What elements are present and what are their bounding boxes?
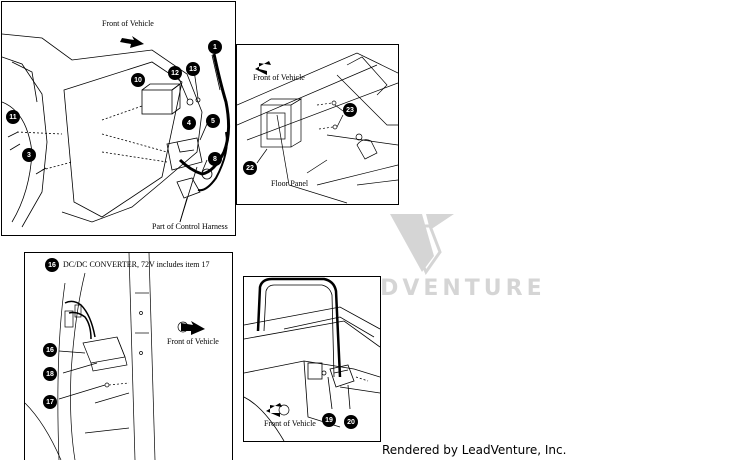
- callout-22: 22: [243, 161, 257, 175]
- callout-18: 18: [43, 367, 57, 381]
- front-of-vehicle-label: Front of Vehicle: [102, 19, 154, 28]
- callout-16: 16: [43, 343, 57, 357]
- diagram-panel-floor: Front of Vehicle Floor Panel 23 22: [236, 44, 399, 205]
- callout-12: 12: [168, 66, 182, 80]
- rear-line-art: [244, 277, 380, 441]
- callout-16-title: 16: [45, 258, 59, 272]
- floor-panel-label: Floor Panel: [271, 179, 309, 188]
- converter-title: DC/DC CONVERTER, 72V includes item 17: [63, 260, 210, 269]
- render-credit: Rendered by LeadVenture, Inc.: [382, 443, 567, 457]
- callout-20: 20: [344, 415, 358, 429]
- callout-23: 23: [343, 103, 357, 117]
- control-harness-label: Part of Control Harness: [152, 222, 228, 231]
- callout-13: 13: [186, 62, 200, 76]
- callout-1: 1: [208, 40, 222, 54]
- callout-11: 11: [6, 110, 20, 124]
- front-of-vehicle-label: Front of Vehicle: [253, 73, 305, 82]
- callout-8: 8: [208, 152, 222, 166]
- diagram-panel-converter: 16 DC/DC CONVERTER, 72V includes item 17…: [24, 252, 233, 460]
- callout-17: 17: [43, 395, 57, 409]
- front-of-vehicle-label: Front of Vehicle: [264, 419, 316, 428]
- diagram-panel-controller: Front of Vehicle Part of Control Harness…: [1, 1, 236, 236]
- front-of-vehicle-label: Front of Vehicle: [167, 337, 219, 346]
- controller-line-art: [2, 33, 231, 228]
- callout-19: 19: [322, 413, 336, 427]
- converter-line-art: [25, 253, 205, 460]
- callout-10: 10: [131, 73, 145, 87]
- callout-3: 3: [22, 148, 36, 162]
- floor-panel-line-art: [237, 52, 398, 204]
- leadventure-logo-icon: [390, 214, 454, 276]
- callout-4: 4: [182, 116, 196, 130]
- callout-5: 5: [206, 114, 220, 128]
- diagram-panel-rear: Front of Vehicle 19 20: [243, 276, 381, 442]
